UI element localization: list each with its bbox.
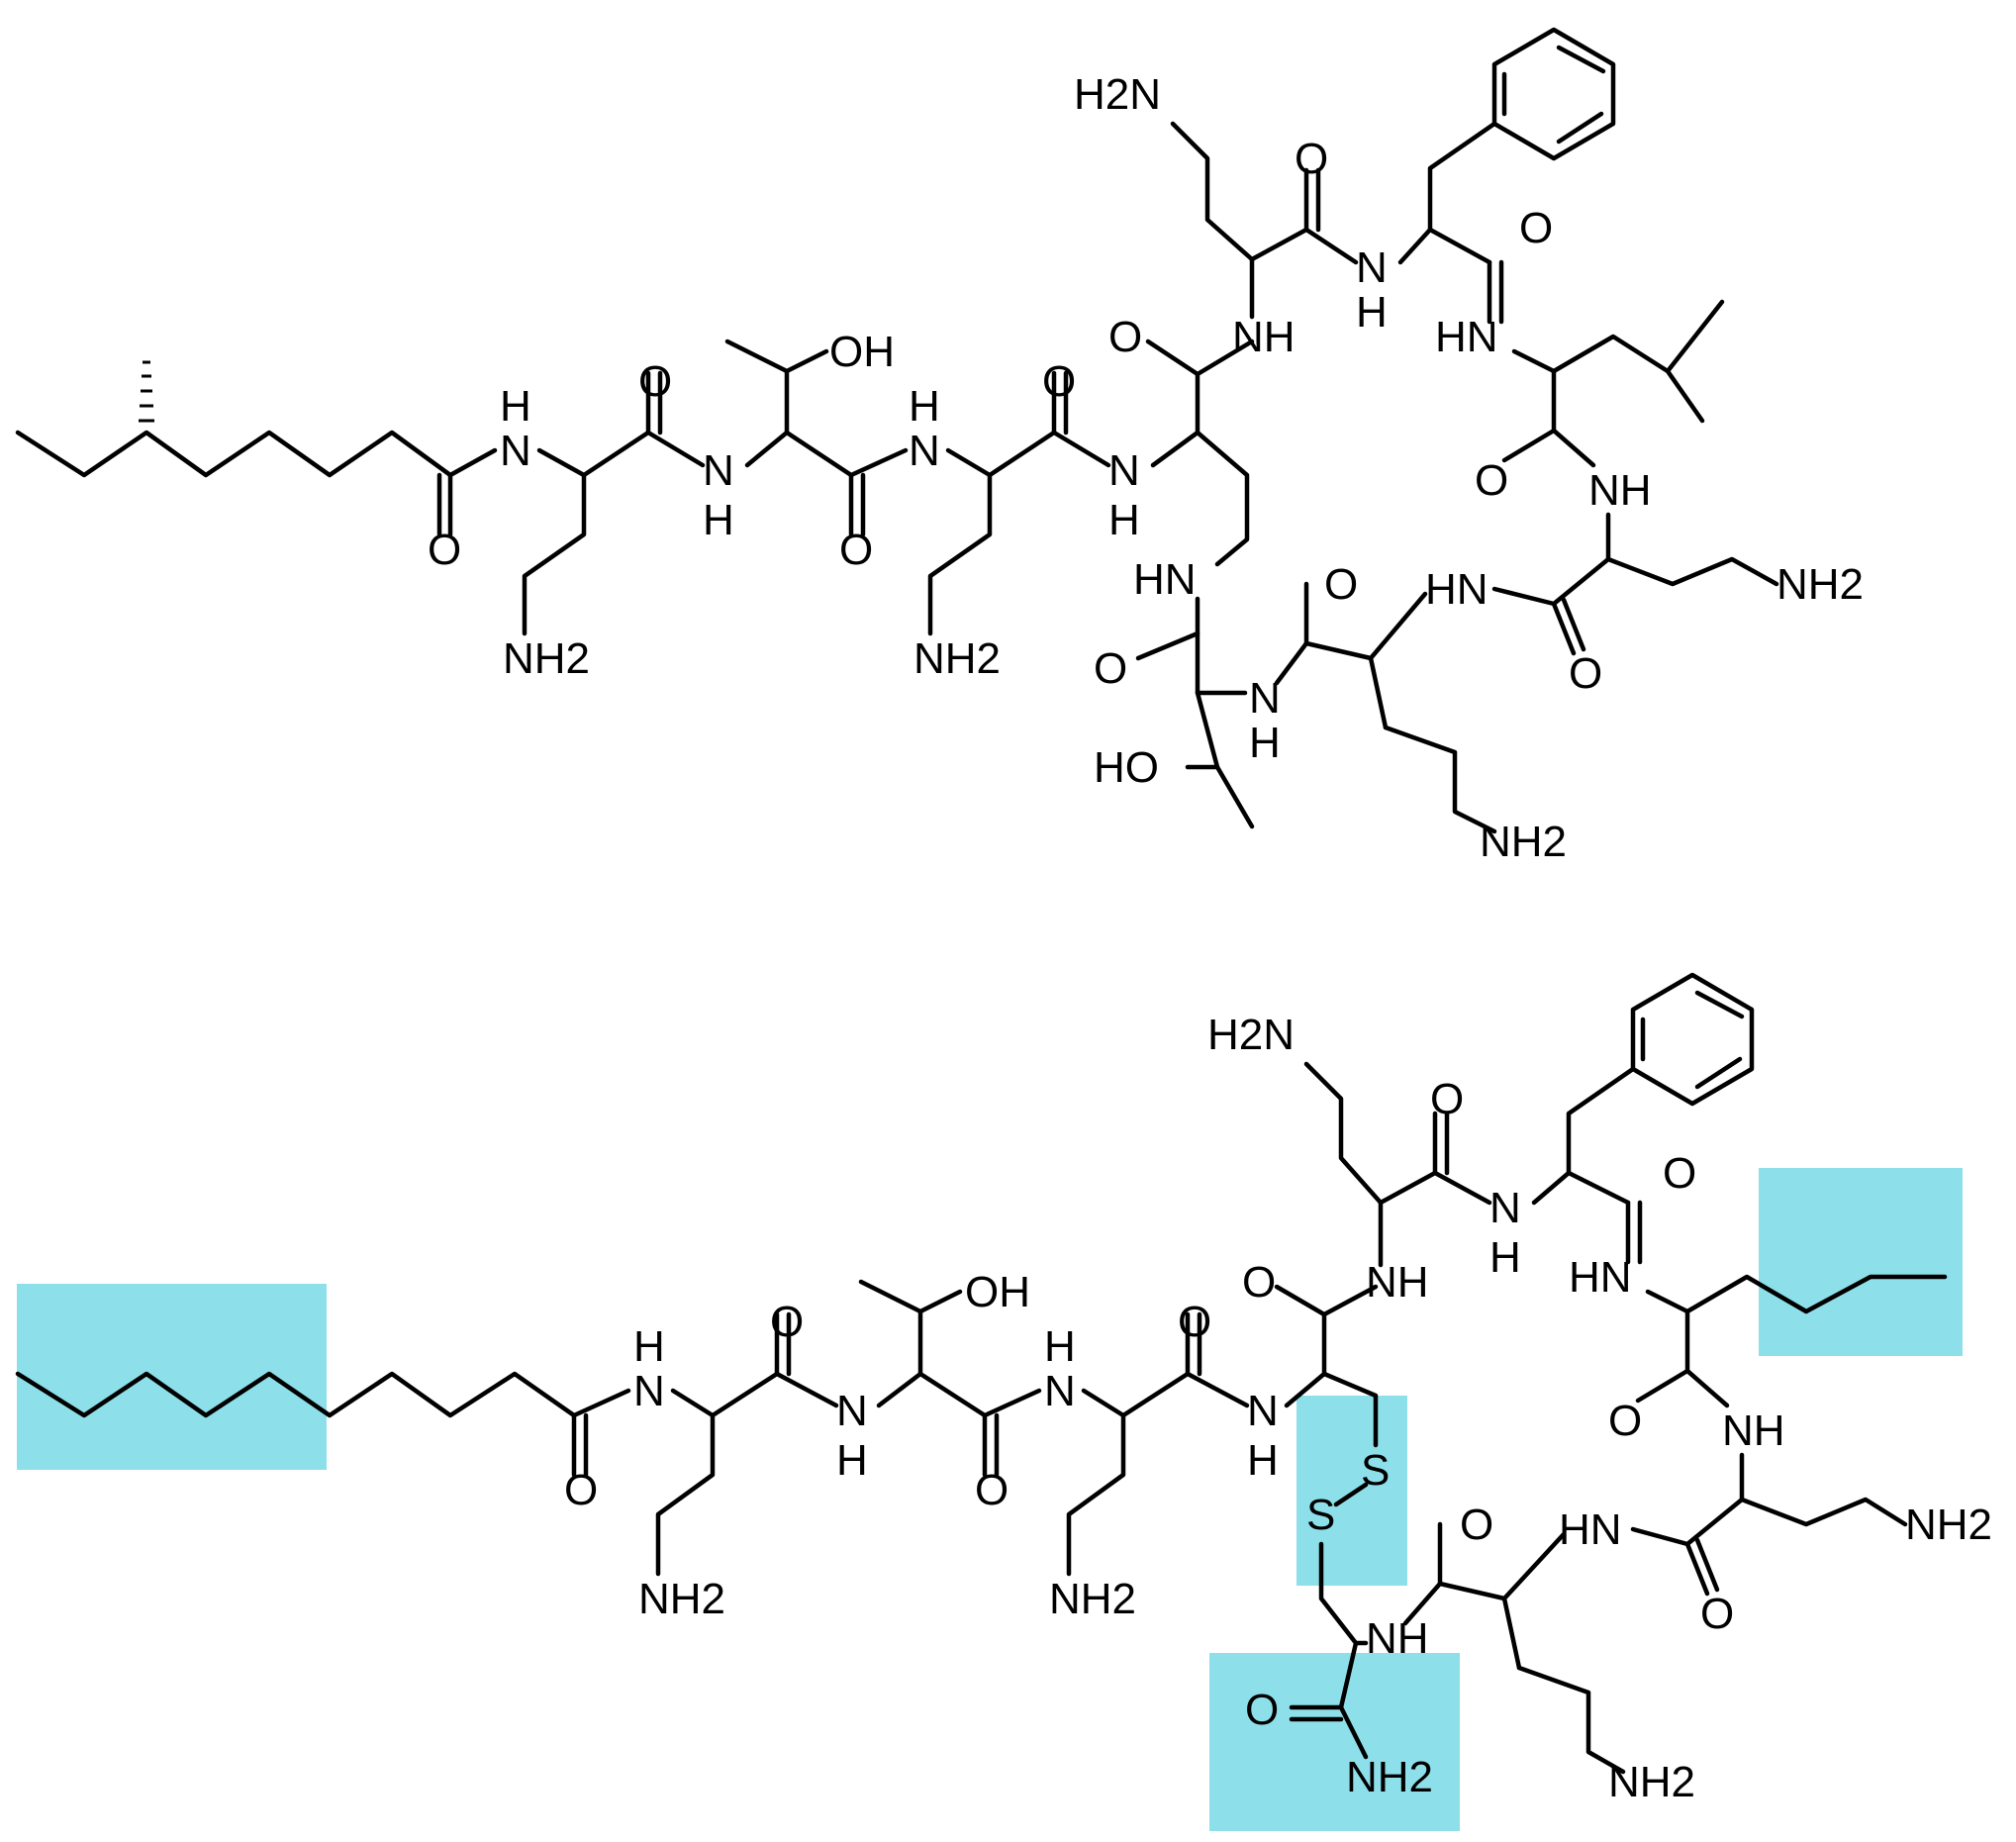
label-hn: HN — [1425, 565, 1488, 614]
label-n: N — [1108, 446, 1140, 495]
label-nh: NH — [1366, 1258, 1429, 1307]
label-nh: NH — [1232, 313, 1296, 361]
label-hn: HN — [1559, 1505, 1622, 1554]
label-nh2: NH2 — [1905, 1501, 1992, 1549]
label-o: O — [1430, 1075, 1464, 1123]
label-oh: OH — [965, 1268, 1030, 1316]
label-nh2: NH2 — [913, 634, 1001, 683]
stereo-hash-methyl — [139, 360, 154, 423]
label-conh2-o: O — [1245, 1686, 1279, 1734]
highlight-fatty-chain — [17, 1284, 327, 1470]
label-o: O — [1519, 204, 1553, 252]
label-o: O — [1042, 357, 1076, 406]
label-nh2: NH2 — [638, 1575, 725, 1623]
molecule-top: O N H O NH2 N H OH O N H O NH2 — [15, 27, 1864, 866]
label-h: H — [836, 1436, 868, 1485]
label-o: O — [1242, 1258, 1276, 1307]
label-h: H — [1108, 496, 1140, 544]
label-h2n: H2N — [1207, 1011, 1295, 1059]
label-o: O — [1324, 560, 1358, 609]
label-conh2-nh2: NH2 — [1346, 1753, 1433, 1801]
label-ho: HO — [1094, 743, 1159, 792]
label-o: O — [770, 1298, 804, 1346]
label-hn: HN — [1133, 555, 1197, 604]
label-oh: OH — [829, 328, 895, 376]
label-o: O — [839, 526, 873, 574]
label-o: O — [638, 357, 672, 406]
label-nh: NH — [1588, 466, 1652, 515]
label-n: N — [1249, 674, 1281, 723]
label-n: N — [1489, 1184, 1521, 1232]
label-s: S — [1306, 1491, 1335, 1539]
label-h: H — [1489, 1233, 1521, 1282]
label-n: N — [500, 427, 531, 475]
label-n: N — [909, 427, 940, 475]
label-o: O — [428, 526, 461, 574]
label-n: N — [633, 1367, 665, 1415]
label-o: O — [1475, 456, 1508, 505]
label-hn: HN — [1435, 313, 1498, 361]
label-o: O — [1700, 1590, 1734, 1638]
label-n: N — [703, 446, 734, 495]
label-nh2: NH2 — [1049, 1575, 1136, 1623]
label-o: O — [1569, 649, 1602, 698]
label-n: N — [836, 1387, 868, 1435]
label-h: H — [703, 496, 734, 544]
label-nh2: NH2 — [1776, 560, 1864, 609]
label-nh2: NH2 — [1480, 818, 1567, 866]
label-n: N — [1044, 1367, 1076, 1415]
label-h: H — [1356, 288, 1388, 337]
label-h: H — [1249, 719, 1281, 767]
label-nh2: NH2 — [1608, 1758, 1695, 1806]
label-o: O — [564, 1466, 598, 1514]
label-o: O — [975, 1466, 1008, 1514]
label-o: O — [1663, 1149, 1696, 1198]
highlight-norleucine-side-chain — [1759, 1168, 1963, 1356]
label-h: H — [633, 1322, 665, 1371]
label-h: H — [1044, 1322, 1076, 1371]
highlight-disulfide — [1296, 1396, 1407, 1586]
label-nh2: NH2 — [503, 634, 590, 683]
label-nh: NH — [1366, 1614, 1429, 1663]
label-h: H — [909, 382, 940, 431]
label-n: N — [1356, 243, 1388, 292]
label-o: O — [1608, 1397, 1642, 1445]
label-o: O — [1108, 313, 1142, 361]
highlight-amide — [1209, 1653, 1460, 1831]
label-h: H — [1247, 1436, 1279, 1485]
label-h: H — [500, 382, 531, 431]
label-o: O — [1094, 644, 1127, 693]
label-n: N — [1247, 1387, 1279, 1435]
label-o: O — [1178, 1298, 1211, 1346]
label-nh: NH — [1722, 1406, 1785, 1455]
label-hn: HN — [1569, 1253, 1632, 1302]
label-h2n: H2N — [1074, 70, 1161, 119]
label-o: O — [1295, 135, 1328, 183]
label-o: O — [1460, 1501, 1493, 1549]
molecule-bottom: O N H O NH2 N H OH O N H O NH2 N H — [15, 972, 1992, 1806]
